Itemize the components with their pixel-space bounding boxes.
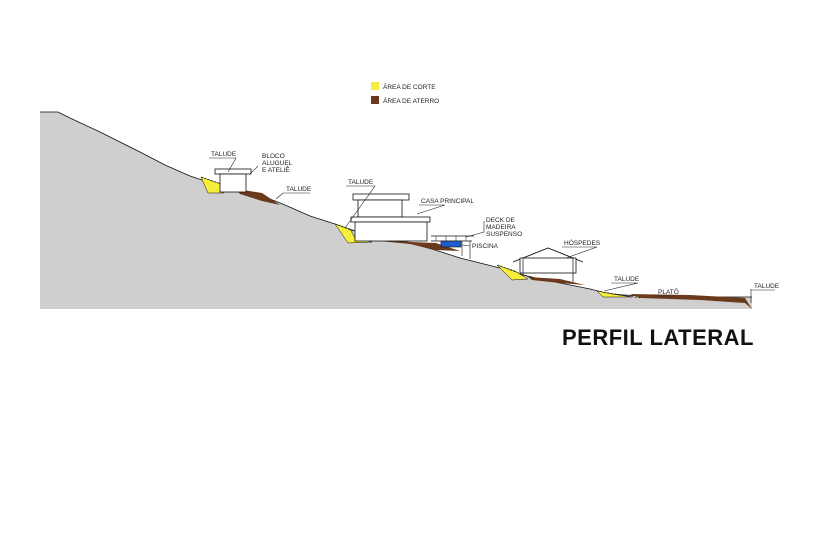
label-piscina: PISCINA — [472, 243, 499, 250]
bloco-aluguel-building — [214, 168, 252, 193]
legend-cut-swatch — [371, 82, 379, 90]
label-talude-3: TALUDE — [348, 179, 374, 186]
label-bloco-line3: E ATELIÊ — [262, 165, 290, 174]
label-bloco-line1: BLOCO — [262, 153, 285, 160]
legend-fill-label: ÁREA DE ATERRO — [383, 96, 439, 105]
fill-area-hospedes — [528, 277, 585, 285]
original-terrain-dash-3 — [496, 264, 533, 279]
label-talude-4: TALUDE — [614, 276, 640, 283]
label-talude-1: TALUDE — [211, 151, 237, 158]
label-bloco-line2: ALUGUEL — [262, 160, 293, 167]
cut-area-hospedes — [496, 264, 529, 281]
label-deck-line3: SUSPENSO — [486, 231, 522, 238]
piscina-pool — [440, 240, 462, 248]
terrain-section — [40, 112, 752, 309]
label-hospedes: HÓSPEDES — [564, 238, 601, 247]
fill-area-bloco — [236, 189, 280, 205]
label-talude-5: TALUDE — [754, 283, 780, 290]
label-talude-2: TALUDE — [286, 186, 312, 193]
legend-cut-label: ÁREA DE CORTE — [383, 82, 436, 91]
label-plato: PLATÔ — [658, 287, 679, 296]
label-casa-principal: CASA PRINCIPAL — [421, 198, 474, 205]
casa-principal-building — [350, 193, 431, 242]
original-terrain-dash-4 — [596, 290, 641, 299]
legend-fill-swatch — [371, 96, 379, 104]
hospedes-building — [512, 247, 584, 282]
original-terrain-dash-1 — [200, 176, 237, 190]
fill-area-plato — [630, 294, 752, 309]
page-title: PERFIL LATERAL — [562, 325, 754, 350]
label-deck-line2: MADEIRA — [486, 224, 516, 231]
label-deck-line1: DECK DE — [486, 217, 516, 224]
